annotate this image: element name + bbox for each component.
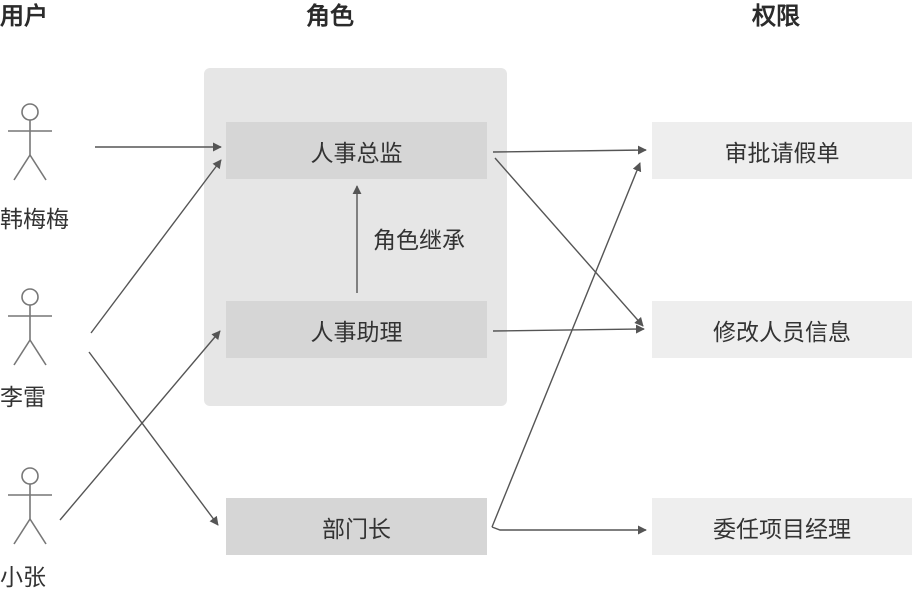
user-label-lilei: 李雷 <box>0 385 46 411</box>
header-users: 用户 <box>0 2 48 30</box>
arrow-xiaozhang-hr-assistant <box>59 330 221 521</box>
user-icon-lilei <box>8 288 52 366</box>
arrow-hr-assistant-edit-personnel <box>492 324 645 334</box>
role-dept-head[interactable]: 部门长 <box>226 498 487 555</box>
user-icon-xiaozhang <box>8 467 52 545</box>
role-label: 人事助理 <box>310 319 403 346</box>
arrow-hr-director-edit-personnel <box>494 157 644 327</box>
role-hr-assistant[interactable]: 人事助理 <box>226 301 487 358</box>
arrow-dept-head-approve-leave <box>491 162 642 528</box>
role-hr-director[interactable]: 人事总监 <box>226 122 487 179</box>
arrow-dept-head-delegate-pm <box>491 525 647 535</box>
arrow-hr-director-approve-leave <box>492 145 647 155</box>
inheritance-label: 角色继承 <box>373 228 465 254</box>
header-permissions: 权限 <box>752 2 800 30</box>
user-label-hanmeimei: 韩梅梅 <box>0 207 69 233</box>
header-roles: 角色 <box>306 2 354 30</box>
perm-label: 委任项目经理 <box>713 516 851 543</box>
role-label: 人事总监 <box>310 140 403 167</box>
perm-label: 修改人员信息 <box>713 319 851 346</box>
perm-approve-leave[interactable]: 审批请假单 <box>652 122 912 179</box>
arrow-lilei-dept-head <box>88 351 219 526</box>
role-label: 部门长 <box>322 516 391 543</box>
perm-edit-personnel[interactable]: 修改人员信息 <box>652 301 912 358</box>
perm-delegate-pm[interactable]: 委任项目经理 <box>652 498 912 555</box>
arrow-lilei-hr-director <box>90 159 222 334</box>
perm-label: 审批请假单 <box>724 140 840 167</box>
user-icon-hanmeimei <box>8 103 52 181</box>
